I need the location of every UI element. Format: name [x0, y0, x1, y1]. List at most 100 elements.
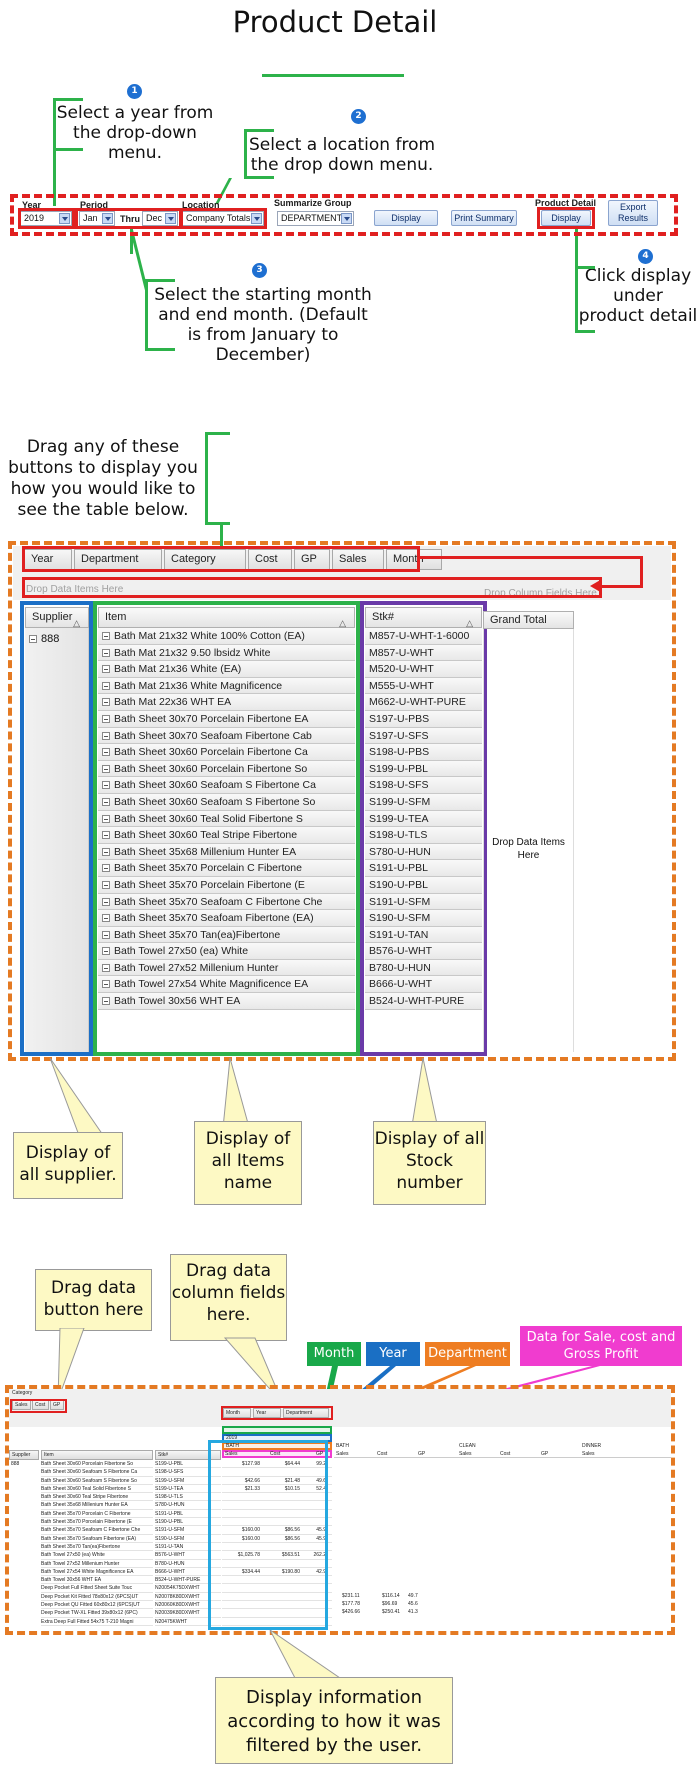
mini-item-row[interactable]: Bath Sheet 35x70 Porcelain C Fibertone [41, 1510, 153, 1519]
item-row[interactable]: Bath Sheet 35x70 Tan(ea)Fibertone [98, 926, 355, 944]
stock-row[interactable]: S190-U-PBL [365, 876, 482, 894]
mini-stock-row[interactable]: S198-U-SFS [155, 1468, 221, 1477]
mini-stock-row[interactable]: N20039K80DXWHT [155, 1609, 221, 1618]
mini-supplier-header[interactable]: Supplier [9, 1450, 39, 1460]
stock-column-header[interactable]: Stk# △ [365, 607, 482, 628]
mini-stock-row[interactable]: N20078K80DXWHT [155, 1593, 221, 1602]
collapse-icon[interactable] [102, 698, 110, 707]
item-row[interactable]: Bath Sheet 30x60 Porcelain Fibertone So [98, 760, 355, 778]
item-row[interactable]: Bath Towel 30x56 WHT EA [98, 993, 355, 1010]
collapse-icon[interactable] [102, 748, 110, 757]
mini-item-row[interactable]: Bath Sheet 30x60 Seafoam S Fibertone Ca [41, 1468, 153, 1477]
item-row[interactable]: Bath Towel 27x50 (ea) White [98, 943, 355, 960]
stock-row[interactable]: M857-U-WHT [365, 644, 482, 662]
mini-item-row[interactable]: Bath Sheet 35x70 Porcelain Fibertone (E [41, 1518, 153, 1527]
collapse-icon[interactable] [102, 681, 110, 690]
display-button[interactable]: Display [374, 210, 438, 226]
stock-row[interactable]: S191-U-TAN [365, 926, 482, 944]
stock-row[interactable]: B576-U-WHT [365, 943, 482, 960]
item-row[interactable]: Bath Sheet 30x60 Teal Stripe Fibertone [98, 827, 355, 844]
mini-stock-row[interactable]: S199-U-SFM [155, 1477, 221, 1485]
mini-stock-header[interactable]: Stk# [155, 1450, 221, 1460]
stock-row[interactable]: S199-U-TEA [365, 810, 482, 828]
stock-row[interactable]: S199-U-PBL [365, 760, 482, 778]
mini-item-row[interactable]: Deep Pocket TW-XL Fitted 39x80x12 (6PC) [41, 1609, 153, 1618]
stock-row[interactable]: S198-U-SFS [365, 777, 482, 794]
mini-item-row[interactable]: Bath Sheet 35x70 Seafoam C Fibertone Che [41, 1526, 153, 1535]
mini-stock-row[interactable]: B524-U-WHT-PURE [155, 1576, 221, 1585]
mini-stock-row[interactable]: B576-U-WHT [155, 1551, 221, 1560]
item-row[interactable]: Bath Sheet 30x60 Porcelain Fibertone Ca [98, 744, 355, 761]
item-row[interactable]: Bath Sheet 35x70 Porcelain C Fibertone [98, 860, 355, 877]
stock-row[interactable]: M857-U-WHT-1-6000 [365, 628, 482, 645]
mini-item-row[interactable]: Bath Sheet 35x70 Tan(ea)Fibertone [41, 1543, 153, 1552]
stock-row[interactable]: S191-U-PBL [365, 860, 482, 877]
collapse-icon[interactable] [102, 797, 110, 806]
item-row[interactable]: Bath Mat 22x36 WHT EA [98, 694, 355, 711]
item-row[interactable]: Bath Sheet 30x70 Porcelain Fibertone EA [98, 710, 355, 728]
location-select[interactable]: Company Totals [182, 211, 264, 226]
collapse-icon[interactable] [29, 635, 37, 643]
mini-stock-row[interactable]: S190-U-PBL [155, 1518, 221, 1527]
item-column-header[interactable]: Item △ [98, 607, 355, 628]
supplier-row[interactable]: 888 [25, 628, 88, 645]
mini-stock-row[interactable]: N20054K75DXWHT [155, 1584, 221, 1593]
mini-item-row[interactable]: Bath Towel 27x52 Millenium Hunter [41, 1560, 153, 1568]
mini-item-row[interactable]: Deep Pocket Kit Fitted 78x80x12 (6PCS)UT [41, 1593, 153, 1602]
item-row[interactable]: Bath Sheet 35x70 Seafoam C Fibertone Che [98, 893, 355, 911]
item-row[interactable]: Bath Sheet 30x60 Teal Solid Fibertone S [98, 810, 355, 828]
mini-stock-row[interactable]: N20475KWHT [155, 1618, 221, 1626]
mini-item-row[interactable]: Extra Deep Full Fitted 54x75 T-210 Magni [41, 1618, 153, 1626]
period-from-select[interactable]: Jan [79, 211, 115, 226]
print-summary-button[interactable]: Print Summary [451, 210, 517, 226]
item-row[interactable]: Bath Mat 21x32 9.50 lbsidz White [98, 644, 355, 662]
collapse-icon[interactable] [102, 764, 110, 773]
mini-item-header[interactable]: Item [41, 1450, 153, 1460]
collapse-icon[interactable] [102, 847, 110, 856]
mini-department-button[interactable]: Department [283, 1408, 329, 1418]
collapse-icon[interactable] [102, 914, 110, 923]
item-row[interactable]: Bath Mat 21x36 White (EA) [98, 661, 355, 678]
item-row[interactable]: Bath Sheet 35x70 Seafoam Fibertone (EA) [98, 910, 355, 927]
mini-item-row[interactable]: Bath Sheet 35x68 Millenium Hunter EA [41, 1501, 153, 1510]
item-row[interactable]: Bath Sheet 30x60 Seafoam S Fibertone So [98, 793, 355, 811]
stock-row[interactable]: B780-U-HUN [365, 959, 482, 977]
stock-row[interactable]: S191-U-SFM [365, 893, 482, 911]
collapse-icon[interactable] [102, 648, 110, 657]
mini-year-button[interactable]: Year [253, 1408, 281, 1418]
stock-row[interactable]: S780-U-HUN [365, 843, 482, 861]
mini-item-row[interactable]: Deep Pocket Full Fitted Sheet Suite Touc [41, 1584, 153, 1593]
stock-row[interactable]: S190-U-SFM [365, 910, 482, 927]
stock-row[interactable]: S199-U-SFM [365, 793, 482, 811]
collapse-icon[interactable] [102, 781, 110, 790]
mini-item-row[interactable]: Bath Towel 27x54 White Magnificence EA [41, 1568, 153, 1577]
mini-stock-row[interactable]: S199-U-TEA [155, 1485, 221, 1494]
item-row[interactable]: Bath Sheet 30x70 Seafoam Fibertone Cab [98, 727, 355, 745]
stock-row[interactable]: B524-U-WHT-PURE [365, 993, 482, 1010]
mini-stock-row[interactable]: S190-U-SFM [155, 1535, 221, 1543]
period-to-select[interactable]: Dec [142, 211, 178, 226]
collapse-icon[interactable] [102, 831, 110, 840]
mini-item-row[interactable]: Bath Sheet 30x60 Teal Solid Fibertone S [41, 1485, 153, 1494]
stock-row[interactable]: S197-U-SFS [365, 727, 482, 745]
collapse-icon[interactable] [102, 665, 110, 674]
field-cost-button[interactable]: Cost [248, 549, 292, 570]
collapse-icon[interactable] [102, 731, 110, 740]
collapse-icon[interactable] [102, 947, 110, 956]
item-row[interactable]: Bath Towel 27x52 Millenium Hunter [98, 959, 355, 977]
stock-row[interactable]: M520-U-WHT [365, 661, 482, 678]
collapse-icon[interactable] [102, 980, 110, 989]
collapse-icon[interactable] [102, 930, 110, 939]
item-row[interactable]: Bath Sheet 35x70 Porcelain Fibertone (E [98, 876, 355, 894]
item-row[interactable]: Bath Sheet 30x60 Seafoam S Fibertone Ca [98, 777, 355, 794]
product-detail-display-button[interactable]: Display [541, 210, 591, 226]
item-row[interactable]: Bath Sheet 35x68 Millenium Hunter EA [98, 843, 355, 861]
item-row[interactable]: Bath Towel 27x54 White Magnificence EA [98, 976, 355, 994]
stock-row[interactable]: S198-U-PBS [365, 744, 482, 761]
mini-item-row[interactable]: Bath Sheet 30x60 Teal Stripe Fibertone [41, 1493, 153, 1502]
export-results-button[interactable]: Export Results [608, 200, 658, 226]
summarize-group-select[interactable]: DEPARTMENT [277, 211, 354, 226]
stock-row[interactable]: B666-U-WHT [365, 976, 482, 994]
mini-stock-row[interactable]: S780-U-HUN [155, 1501, 221, 1510]
supplier-column-header[interactable]: Supplier △ [25, 607, 89, 628]
